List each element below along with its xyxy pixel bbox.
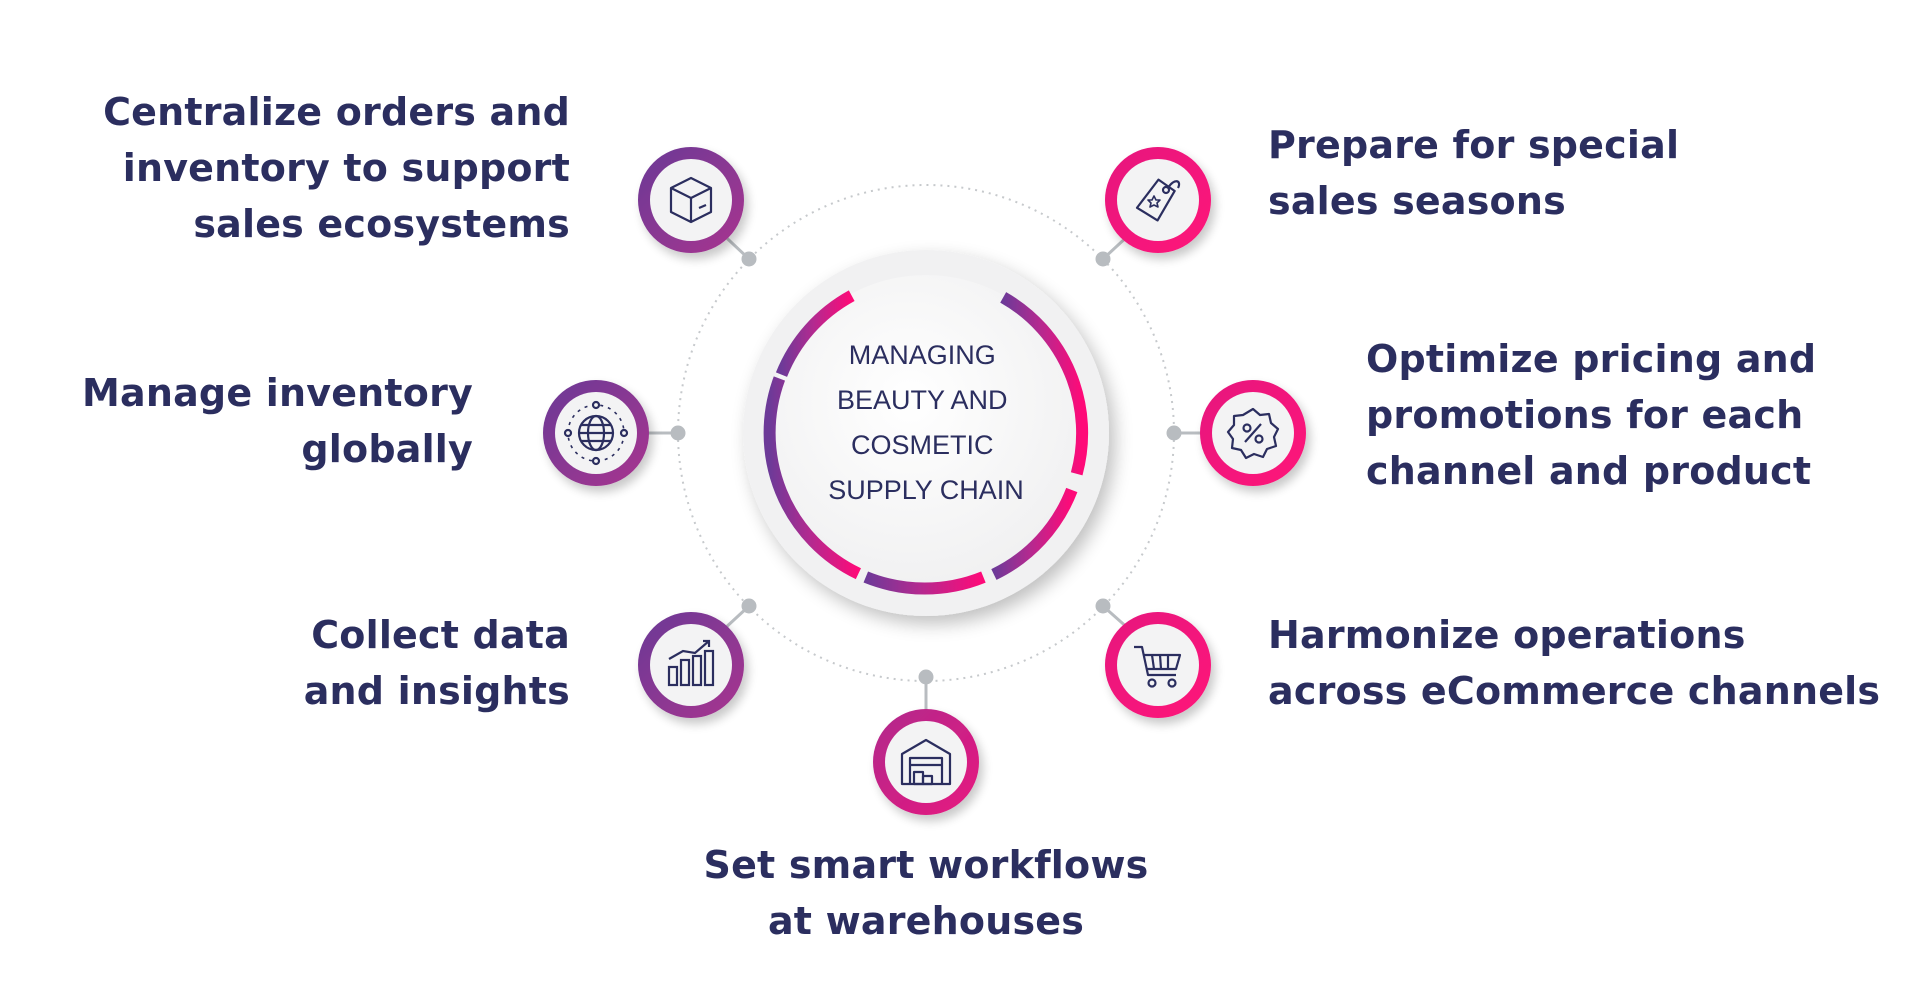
connector-dot bbox=[1095, 251, 1111, 267]
price-tag-icon bbox=[1135, 178, 1181, 222]
node-smart-workflows bbox=[873, 709, 979, 815]
label-line: and insights bbox=[303, 669, 570, 713]
globe-icon bbox=[563, 400, 629, 466]
label-smart-workflows: Set smart workflows at warehouses bbox=[626, 837, 1226, 949]
label-line: Prepare for special bbox=[1268, 123, 1680, 167]
label-line: Set smart workflows bbox=[703, 843, 1149, 887]
box-icon bbox=[669, 176, 713, 224]
ring-segment bbox=[991, 487, 1078, 580]
label-line: globally bbox=[301, 427, 473, 471]
ring-segment bbox=[1000, 292, 1089, 476]
label-line: sales ecosystems bbox=[193, 202, 570, 246]
center-title-line: SUPPLY CHAIN bbox=[828, 475, 1024, 505]
shopping-cart-icon bbox=[1134, 645, 1182, 688]
connector-dot bbox=[670, 425, 686, 441]
connector-dot bbox=[1166, 425, 1182, 441]
label-centralize-orders: Centralize orders and inventory to suppo… bbox=[103, 84, 570, 252]
connector-dot bbox=[741, 598, 757, 614]
connector-dot bbox=[741, 251, 757, 267]
node-centralize-orders bbox=[638, 147, 744, 253]
label-line: Centralize orders and bbox=[103, 90, 570, 134]
node-special-sales bbox=[1105, 147, 1211, 253]
center-hub: MANAGING BEAUTY AND COSMETIC SUPPLY CHAI… bbox=[743, 250, 1109, 616]
label-line: Collect data bbox=[311, 613, 570, 657]
ring-segment bbox=[863, 571, 986, 595]
label-line: at warehouses bbox=[767, 899, 1085, 943]
label-line: channel and product bbox=[1366, 449, 1812, 493]
node-harmonize-operations bbox=[1105, 612, 1211, 718]
label-manage-inventory: Manage inventory globally bbox=[82, 365, 473, 477]
label-line: Harmonize operations bbox=[1268, 613, 1746, 657]
label-special-sales: Prepare for special sales seasons bbox=[1268, 117, 1679, 229]
warehouse-icon bbox=[900, 738, 952, 786]
label-harmonize-operations: Harmonize operations across eCommerce ch… bbox=[1268, 607, 1880, 719]
label-line: promotions for each bbox=[1366, 393, 1804, 437]
percent-badge-icon bbox=[1226, 407, 1280, 460]
label-optimize-pricing: Optimize pricing and promotions for each… bbox=[1366, 331, 1816, 499]
label-line: Optimize pricing and bbox=[1366, 337, 1817, 381]
ring-segment bbox=[763, 376, 861, 580]
label-line: across eCommerce channels bbox=[1268, 669, 1881, 713]
center-title-line: COSMETIC bbox=[851, 430, 994, 460]
connector-dot bbox=[1095, 598, 1111, 614]
center-title-line: BEAUTY AND bbox=[837, 385, 1008, 415]
node-manage-inventory bbox=[543, 380, 649, 486]
ring-segment bbox=[775, 290, 855, 377]
label-line: sales seasons bbox=[1268, 179, 1566, 223]
connector-dot bbox=[918, 669, 934, 685]
center-title: MANAGING BEAUTY AND COSMETIC SUPPLY CHAI… bbox=[828, 340, 1024, 505]
label-line: Manage inventory bbox=[81, 371, 473, 415]
center-title-line: MANAGING bbox=[849, 340, 996, 370]
node-optimize-pricing bbox=[1200, 380, 1306, 486]
node-collect-data bbox=[638, 612, 744, 718]
label-line: inventory to support bbox=[122, 146, 570, 190]
label-collect-data: Collect data and insights bbox=[304, 607, 570, 719]
bar-chart-icon bbox=[667, 639, 715, 687]
